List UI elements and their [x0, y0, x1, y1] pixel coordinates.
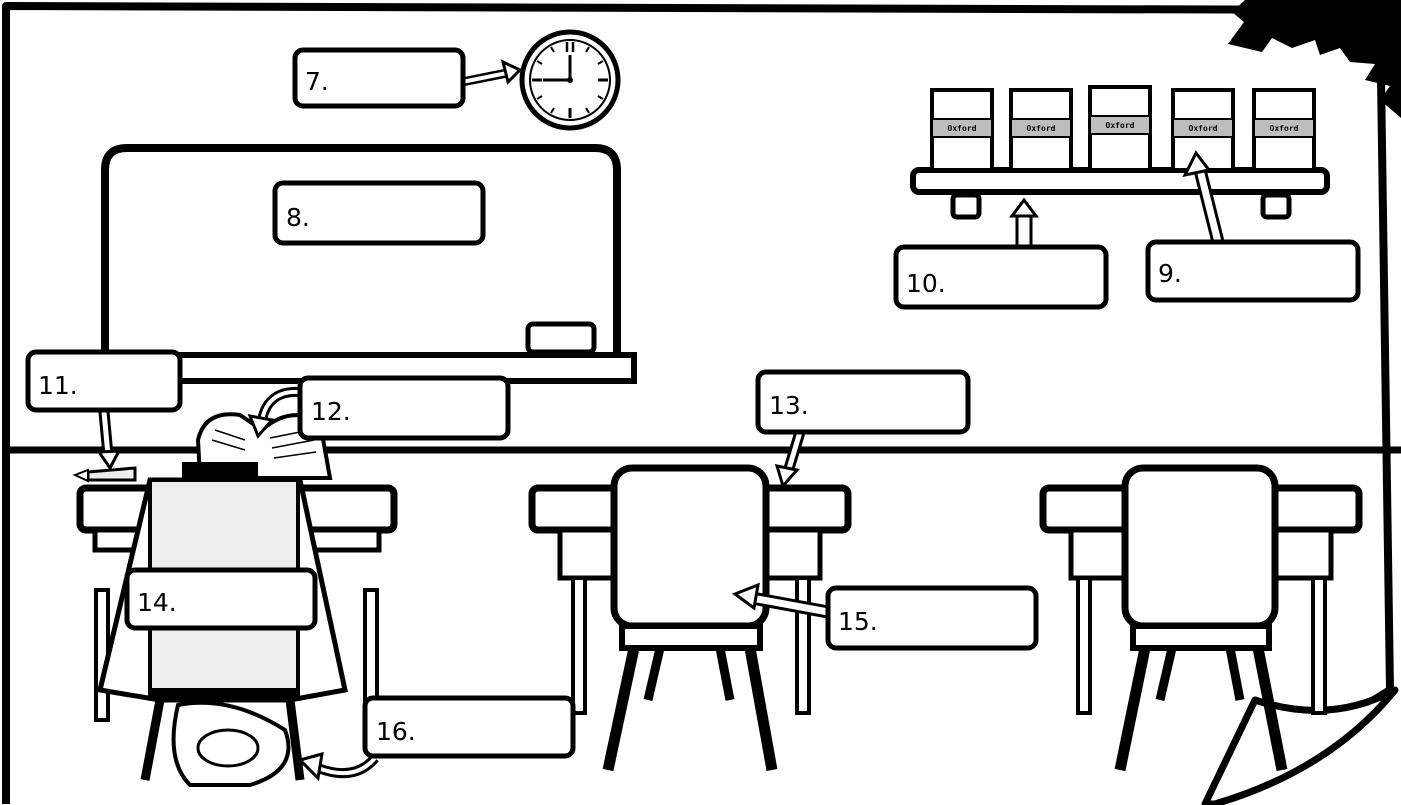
- book: Oxford: [1252, 88, 1316, 172]
- label-box-7[interactable]: 7.: [292, 47, 466, 109]
- label-12-number: 12.: [311, 397, 351, 426]
- page-curl: [1201, 686, 1399, 805]
- book-label: Oxford: [1270, 124, 1299, 133]
- label-box-12[interactable]: 12.: [297, 375, 511, 441]
- label-10-number: 10.: [906, 269, 946, 298]
- arrow-12: [247, 386, 301, 439]
- book-label: Oxford: [1106, 121, 1135, 130]
- desk-middle-illustration: [528, 464, 852, 772]
- arrow-13: [774, 430, 806, 490]
- book-label: Oxford: [1027, 124, 1056, 133]
- book: Oxford: [1171, 88, 1235, 172]
- label-box-8[interactable]: 8.: [272, 180, 486, 246]
- label-box-13[interactable]: 13.: [755, 369, 971, 435]
- label-box-16[interactable]: 16.: [362, 695, 576, 759]
- arrow-16: [297, 751, 379, 782]
- book: Oxford: [1088, 85, 1152, 172]
- label-11-number: 11.: [38, 371, 78, 400]
- label-7-number: 7.: [305, 67, 329, 96]
- label-16-number: 16.: [376, 717, 416, 746]
- arrow-15: [731, 582, 830, 619]
- book-label: Oxford: [1189, 124, 1218, 133]
- book: Oxford: [930, 88, 994, 172]
- arrow-9: [1182, 150, 1225, 244]
- label-box-14[interactable]: 14.: [124, 567, 318, 631]
- label-9-number: 9.: [1158, 259, 1182, 288]
- clock-illustration: [519, 29, 621, 131]
- label-box-15[interactable]: 15.: [825, 585, 1039, 651]
- label-8-number: 8.: [286, 203, 310, 232]
- book: Oxford: [1009, 88, 1073, 172]
- book-label: Oxford: [948, 124, 977, 133]
- arrow-11: [96, 411, 122, 471]
- arrow-7: [461, 59, 523, 87]
- desk-left-illustration: [72, 412, 398, 787]
- label-box-11[interactable]: 11.: [25, 349, 183, 413]
- bookshelf-illustration: Oxford Oxford Oxford Oxford Oxford: [910, 85, 1330, 220]
- label-box-9[interactable]: 9.: [1145, 239, 1361, 303]
- tape-strip: [1228, 0, 1401, 118]
- desk-right-illustration: [1039, 464, 1363, 772]
- label-14-number: 14.: [137, 588, 177, 617]
- label-15-number: 15.: [838, 607, 878, 636]
- label-13-number: 13.: [769, 391, 809, 420]
- label-box-10[interactable]: 10.: [893, 244, 1109, 310]
- arrow-10: [1009, 197, 1039, 249]
